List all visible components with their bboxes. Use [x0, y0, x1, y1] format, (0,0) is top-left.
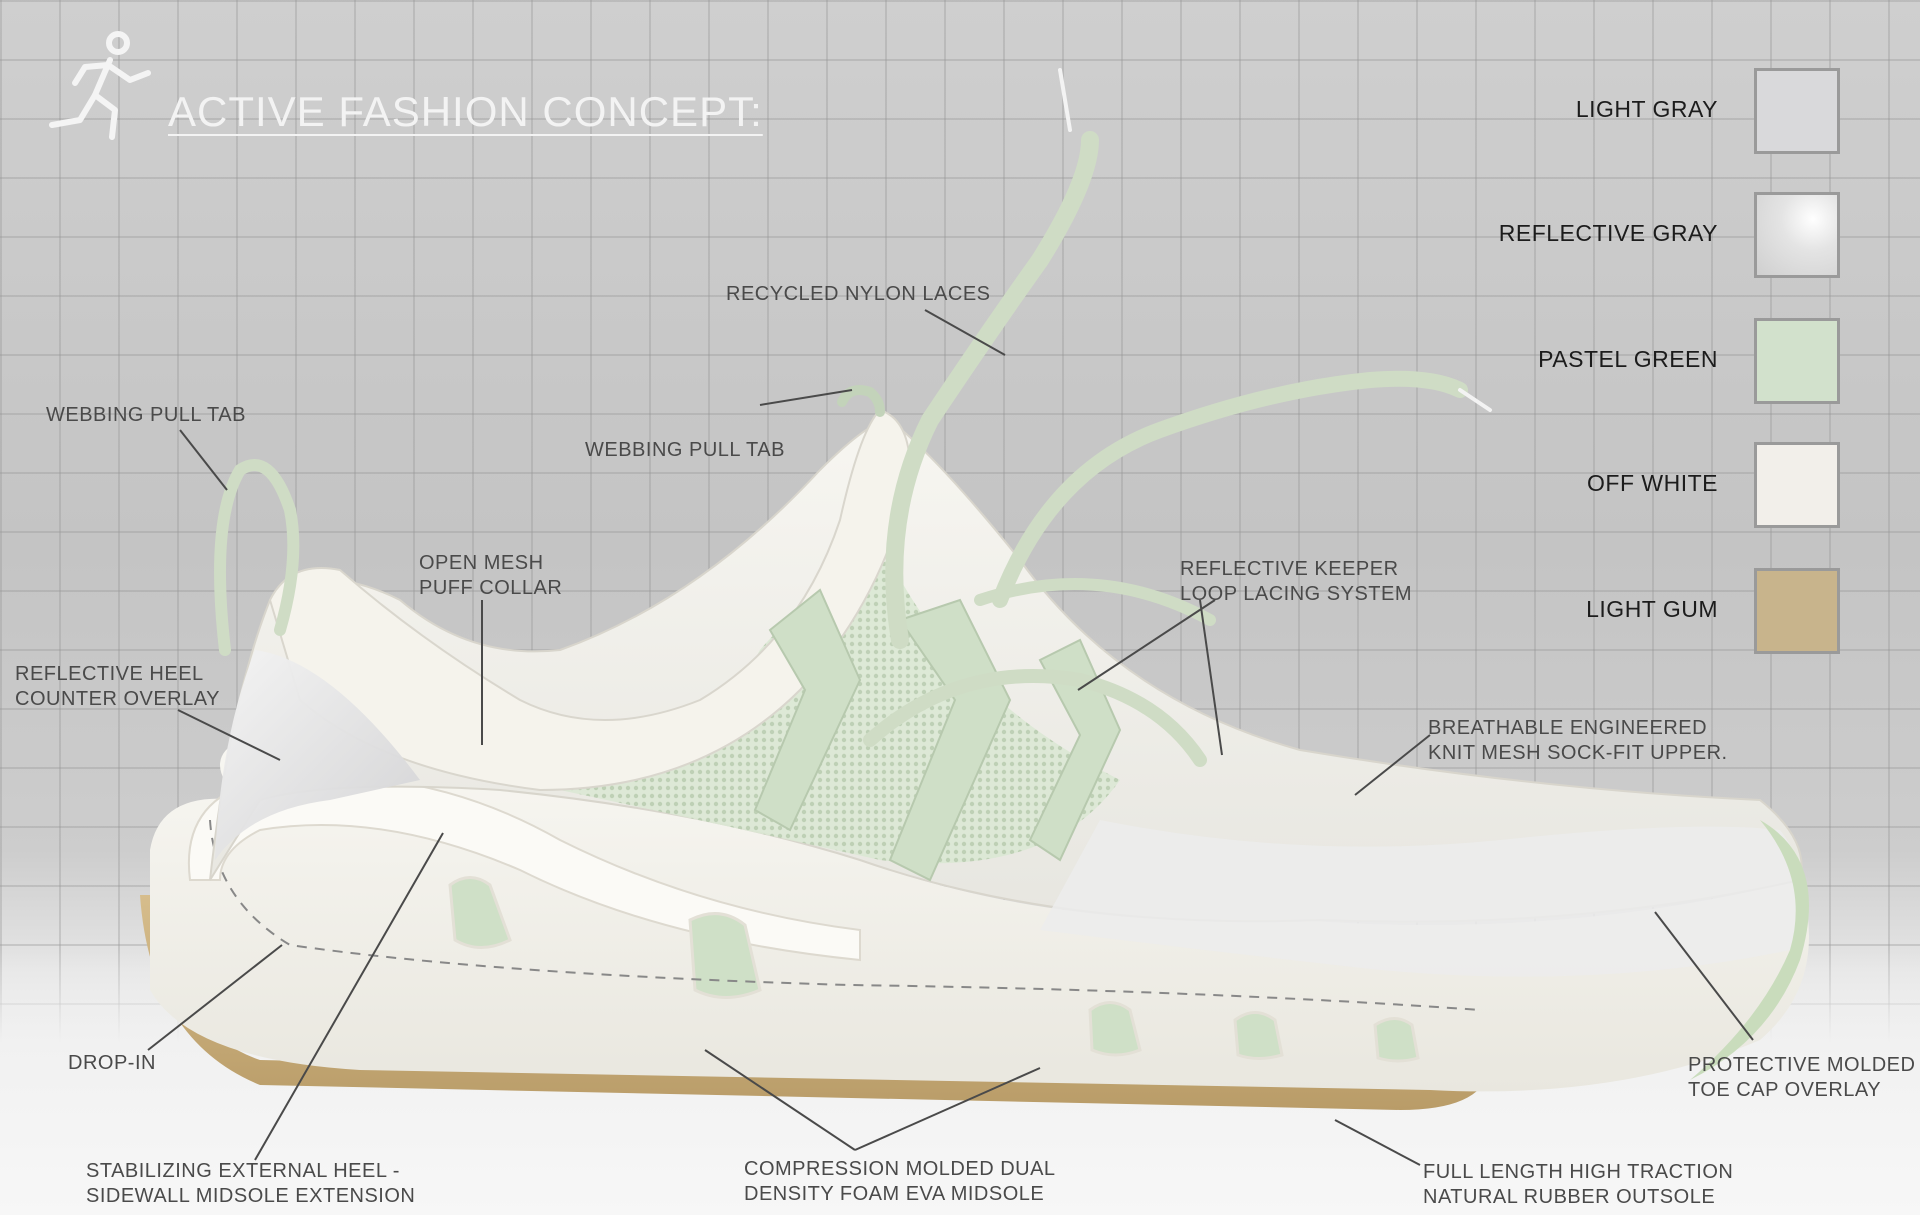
midsole-windows	[448, 876, 1420, 1063]
callout-protective-toe-cap: PROTECTIVE MOLDED TOE CAP OVERLAY	[1688, 1054, 1916, 1101]
callout-breathable-knit-upper: BREATHABLE ENGINEERED KNIT MESH SOCK-FIT…	[1428, 717, 1728, 764]
swatch-color	[1754, 568, 1840, 654]
toe-cap	[1040, 820, 1803, 977]
swatch-label: REFLECTIVE GRAY	[1498, 220, 1718, 246]
swatch-color	[1754, 68, 1840, 154]
tongue-pull-tab	[837, 385, 885, 417]
heel-pull-tab	[214, 459, 300, 656]
swatch-light-gray: LIGHT GRAY	[1480, 68, 1840, 158]
swatch-off-white: OFF WHITE	[1480, 442, 1840, 532]
callout-rubber-outsole: FULL LENGTH HIGH TRACTION NATURAL RUBBER…	[1423, 1161, 1734, 1208]
swatch-label: LIGHT GUM	[1586, 596, 1718, 622]
keeper-loop-straps	[753, 588, 1122, 882]
swatch-label: LIGHT GRAY	[1575, 96, 1718, 122]
puff-collar	[268, 408, 912, 792]
swatch-light-gum: LIGHT GUM	[1480, 568, 1840, 658]
swatch-color	[1754, 192, 1840, 278]
callout-webbing-pull-tab-tongue: WEBBING PULL TAB	[585, 439, 785, 461]
callout-open-mesh-puff-collar: OPEN MESH PUFF COLLAR	[419, 552, 563, 599]
board-title: ACTIVE FASHION CONCEPT:	[168, 88, 763, 135]
swatch-pastel-green: PASTEL GREEN	[1480, 318, 1840, 408]
recycled-laces	[863, 68, 1492, 767]
swatch-color	[1754, 318, 1840, 404]
running-person-icon	[49, 31, 151, 140]
swatch-label: OFF WHITE	[1587, 470, 1718, 496]
leader-lines	[147, 309, 1754, 1166]
toe-tip-green	[1690, 820, 1809, 1080]
callout-recycled-nylon-laces: RECYCLED NYLON LACES	[726, 283, 991, 305]
swatch-reflective-gray: REFLECTIVE GRAY	[1480, 192, 1840, 282]
callout-stabilizing-heel: STABILIZING EXTERNAL HEEL - SIDEWALL MID…	[86, 1160, 416, 1207]
callout-drop-in: DROP-IN	[68, 1052, 156, 1074]
reflective-heel-counter	[215, 650, 420, 860]
callout-reflective-keeper-loop: REFLECTIVE KEEPER LOOP LACING SYSTEM	[1180, 558, 1413, 605]
callout-reflective-heel-counter: REFLECTIVE HEEL COUNTER OVERLAY	[15, 663, 220, 710]
drop-in-line	[209, 819, 1481, 1011]
callout-compression-midsole: COMPRESSION MOLDED DUAL DENSITY FOAM EVA…	[744, 1158, 1056, 1205]
swatch-label: PASTEL GREEN	[1538, 346, 1718, 372]
callout-webbing-pull-tab-heel: WEBBING PULL TAB	[46, 404, 246, 426]
swatch-color	[1754, 442, 1840, 528]
